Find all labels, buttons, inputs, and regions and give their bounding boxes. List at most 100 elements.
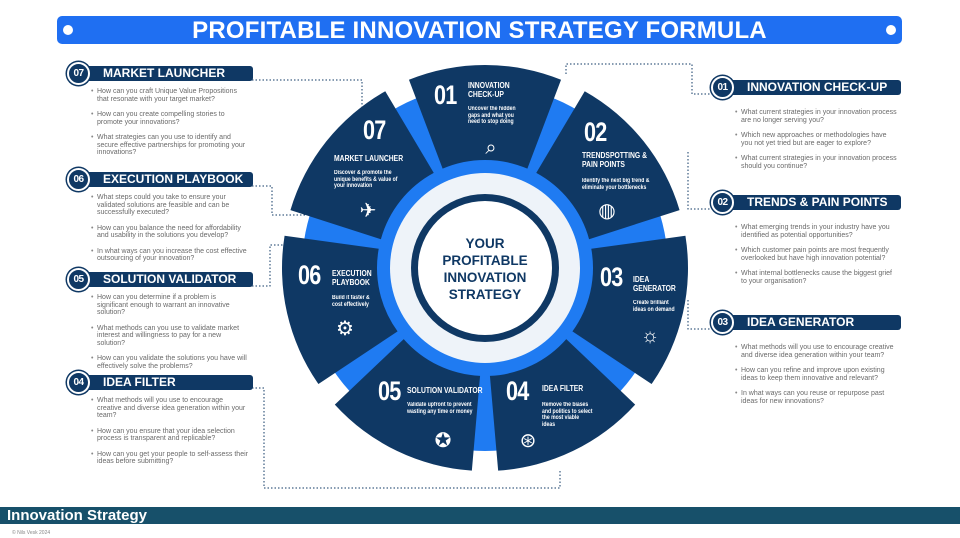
segment-desc-line: unique benefits & value of	[334, 176, 398, 183]
copyright: © Nils Vesk 2024	[12, 530, 51, 536]
section-header: 01 INNOVATION CHECK-UP	[711, 76, 901, 99]
question-list: What methods will you use to encourage c…	[713, 344, 901, 405]
segment-title: SOLUTION VALIDATOR	[407, 386, 483, 395]
section-04: 04 IDEA FILTER What methods will you use t…	[67, 371, 253, 474]
segment-number: 07	[363, 115, 386, 145]
segment-desc-line: gaps and what you	[468, 112, 514, 119]
question-list: How can you craft Unique Value Propositi…	[69, 88, 253, 157]
section-badge: 06	[67, 168, 90, 191]
section-title: IDEA FILTER	[103, 375, 176, 389]
section-badge: 01	[711, 76, 734, 99]
question-item: How can you determine if a problem is si…	[91, 294, 249, 317]
segment-title: IDEA FILTER	[542, 384, 583, 393]
segment-desc-line: cost effectively	[332, 301, 369, 308]
segment-desc-line: Build it faster &	[332, 295, 370, 301]
section-06: 06 EXECUTION PLAYBOOK What steps could you…	[67, 168, 253, 271]
segment-06	[282, 235, 398, 385]
pulse-search-icon: ⌕	[485, 137, 497, 159]
segment-01	[408, 65, 562, 169]
page-title: PROFITABLE INNOVATION STRATEGY FORMULA	[192, 17, 767, 44]
segment-title-line: IDEA FILTER	[542, 384, 584, 393]
gear-document-icon: ⚙	[336, 318, 354, 340]
segment-desc-line: Create brilliant	[633, 300, 669, 306]
section-badge: 04	[67, 371, 90, 394]
team-idea-icon: ☼	[640, 325, 660, 347]
question-item: What strategies can you use to identify …	[91, 134, 249, 157]
segment-title: MARKET LAUNCHER	[334, 154, 403, 163]
question-item: What emerging trends in your industry ha…	[735, 224, 897, 239]
section-header: 04 IDEA FILTER	[67, 371, 253, 394]
segment-number: 06	[298, 260, 321, 290]
segment-title-line: MARKET LAUNCHER	[334, 154, 404, 163]
page-title-bar: PROFITABLE INNOVATION STRATEGY FORMULA	[57, 16, 902, 44]
segment-desc-line: and politics to select	[542, 408, 593, 415]
section-title: MARKET LAUNCHER	[103, 66, 225, 80]
footer-bar: Innovation Strategy	[0, 507, 960, 524]
segment-04	[489, 339, 636, 471]
question-item: How can you balance the need for afforda…	[91, 225, 249, 240]
segment-desc-line: wasting any time or money	[407, 408, 473, 415]
question-item: How can you refine and improve upon exis…	[735, 367, 897, 382]
segment-desc-line: Identify the next big trend &	[582, 178, 650, 184]
segment-title-line: TRENDSPOTTING &	[582, 151, 647, 160]
question-item: Which customer pain points are most freq…	[735, 247, 897, 262]
section-title: EXECUTION PLAYBOOK	[103, 172, 244, 186]
question-item: What steps could you take to ensure your…	[91, 194, 249, 217]
section-badge: 03	[711, 311, 734, 334]
segment-desc-line: ideas on demand	[633, 306, 675, 313]
connector-04	[252, 387, 561, 489]
connector-05	[252, 244, 290, 287]
question-item: In what ways can you reuse or repurpose …	[735, 390, 897, 405]
segment-title: TRENDSPOTTING &PAIN POINTS	[582, 151, 647, 169]
segment-number: 05	[378, 376, 401, 406]
validation-cycle-icon: ✪	[434, 430, 452, 452]
footer-brand: Innovation Strategy	[7, 507, 148, 524]
question-list: What methods will you use to encourage c…	[69, 397, 253, 466]
question-item: What methods will you use to encourage c…	[91, 397, 249, 420]
center-label: YOUR PROFITABLE INNOVATION STRATEGY	[425, 235, 545, 303]
question-item: How can you create compelling stories to…	[91, 111, 249, 126]
question-item: How can you craft Unique Value Propositi…	[91, 88, 249, 103]
segment-title-line: GENERATOR	[633, 284, 676, 293]
segment-05	[334, 339, 481, 471]
segment-desc-line: the most viable	[542, 415, 580, 422]
question-item: Which new approaches or methodologies ha…	[735, 132, 897, 147]
question-item: What internal bottlenecks cause the bigg…	[735, 270, 897, 285]
question-item: How can you get your people to self-asse…	[91, 451, 249, 466]
segment-desc-line: Uncover the hidden	[468, 106, 516, 112]
connector-01	[565, 63, 713, 95]
globe-trend-icon: ◍	[598, 200, 616, 222]
title-dot-right	[886, 25, 896, 35]
segment-description: Identify the next big trend &eliminate y…	[582, 178, 649, 191]
segment-number: 04	[506, 376, 529, 406]
center-line: STRATEGY	[448, 287, 522, 302]
question-item: How can you validate the solutions you h…	[91, 355, 249, 370]
venn-icon: ⊛	[519, 430, 537, 452]
connector-02	[687, 150, 713, 210]
connector-07	[252, 79, 363, 108]
segment-description: Build it faster &cost effectively	[332, 295, 370, 308]
segment-desc-line: Remove the biases	[542, 402, 589, 408]
segment-number: 01	[434, 80, 457, 110]
section-badge: 02	[711, 191, 734, 214]
segment-02	[536, 91, 680, 240]
section-title: INNOVATION CHECK-UP	[747, 80, 888, 94]
segment-title-line: SOLUTION VALIDATOR	[407, 386, 483, 395]
segment-desc-line: Discover & promote the	[334, 170, 392, 176]
center-line: PROFITABLE	[442, 253, 528, 268]
